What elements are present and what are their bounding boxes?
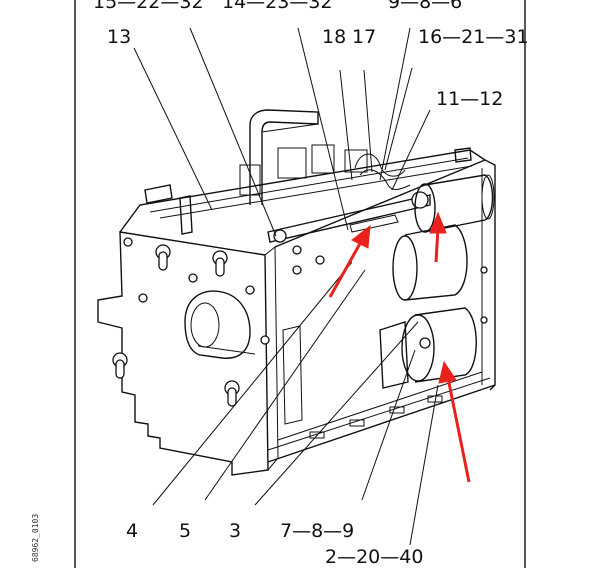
leader-3 bbox=[254, 321, 419, 506]
top-rail-inner-2 bbox=[159, 165, 473, 219]
right-plate bbox=[484, 159, 496, 391]
callout-label: 13 bbox=[107, 26, 131, 48]
leader-7-8-9 bbox=[361, 349, 416, 501]
callout-label: 16—21—31 bbox=[418, 26, 529, 48]
leader-16-21-31 bbox=[384, 67, 413, 171]
callout-label: 4 bbox=[126, 520, 138, 542]
plate-hole bbox=[480, 316, 488, 324]
cross-shaft bbox=[267, 194, 431, 243]
top-handle-bracket bbox=[249, 109, 319, 205]
callout-label: 7—8—9 bbox=[280, 520, 354, 542]
bottom-rail-2 bbox=[267, 377, 491, 451]
callout-label: 17 bbox=[352, 26, 376, 48]
callout-label: 3 bbox=[229, 520, 241, 542]
bottom-rail bbox=[267, 384, 496, 463]
rail-block bbox=[277, 147, 307, 179]
leader-9-8-6 bbox=[379, 27, 411, 181]
plate-hole bbox=[138, 293, 148, 303]
keyhole-slot bbox=[212, 250, 228, 277]
left-plate-edge bbox=[264, 245, 279, 471]
rail-block bbox=[239, 164, 261, 196]
callout-label: 5 bbox=[179, 520, 191, 542]
shelf-line bbox=[197, 345, 256, 355]
keyhole-slot bbox=[224, 380, 240, 407]
callout-label: 15—22—32 bbox=[93, 0, 204, 13]
leader-17 bbox=[363, 69, 373, 173]
leader-11-12 bbox=[391, 109, 431, 191]
leader-15-22-32 bbox=[189, 27, 277, 237]
rail-block bbox=[344, 149, 368, 173]
leader-2-20-40 bbox=[409, 384, 439, 546]
left-plate bbox=[97, 231, 269, 476]
leader-18 bbox=[339, 69, 353, 181]
rail-foot bbox=[389, 406, 405, 414]
plate-hole bbox=[292, 245, 302, 255]
callout-label: 2—20—40 bbox=[325, 546, 423, 568]
lower-motor bbox=[401, 307, 477, 383]
shaft-end bbox=[273, 229, 287, 243]
wire-bundle bbox=[359, 169, 411, 190]
leader-lines bbox=[133, 27, 439, 546]
leader-4 bbox=[152, 261, 353, 506]
top-rail-inner bbox=[149, 157, 469, 213]
rail-foot bbox=[309, 431, 325, 439]
callout-label: 18 bbox=[322, 26, 346, 48]
actuator-bracket bbox=[282, 325, 303, 425]
mount-post bbox=[179, 195, 193, 235]
red-arrow-upper-left bbox=[328, 224, 371, 298]
top-handle-front bbox=[261, 123, 319, 133]
actuator-housing bbox=[379, 321, 409, 389]
leader-5 bbox=[204, 269, 366, 501]
callout-label: 11—12 bbox=[436, 88, 503, 110]
red-arrow-lower bbox=[438, 360, 471, 483]
plate-hole bbox=[245, 285, 255, 295]
upper-motor bbox=[414, 174, 495, 233]
middle-motor bbox=[392, 224, 468, 301]
callout-label: 9—8—6 bbox=[388, 0, 462, 13]
plate-hole bbox=[315, 255, 325, 265]
plate-hole bbox=[188, 273, 198, 283]
mount-tab-left bbox=[144, 184, 173, 204]
keyhole-slot bbox=[155, 244, 171, 271]
mount-tab-right bbox=[454, 147, 472, 163]
keyhole-slot bbox=[112, 352, 128, 379]
rail-foot bbox=[349, 419, 365, 427]
plate-hole bbox=[260, 335, 270, 345]
callout-label: 14—23—32 bbox=[222, 0, 333, 13]
bottom-rail-3 bbox=[277, 371, 483, 441]
central-opening bbox=[184, 290, 251, 359]
red-arrow-upper-right bbox=[429, 211, 447, 263]
actuator-rod bbox=[349, 214, 399, 233]
rail-block bbox=[311, 144, 335, 174]
plate-hole bbox=[480, 266, 488, 274]
drawing-code: 68962_0103 bbox=[31, 514, 40, 562]
central-boss bbox=[190, 302, 220, 348]
leader-13 bbox=[133, 47, 213, 211]
plate-hole bbox=[292, 265, 302, 275]
plate-hole bbox=[123, 237, 133, 247]
frame-assembly bbox=[97, 109, 496, 476]
leader-14-23-32 bbox=[297, 27, 349, 231]
